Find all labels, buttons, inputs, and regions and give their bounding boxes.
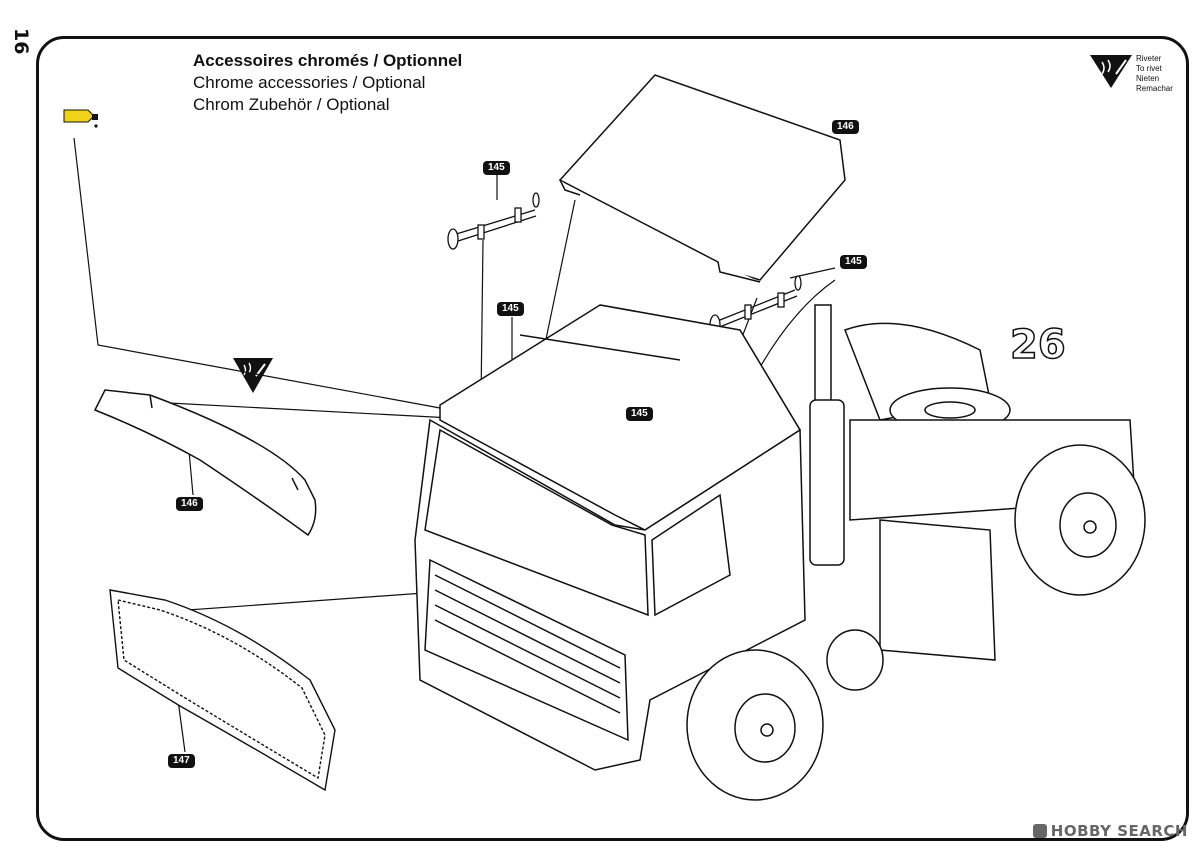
rivet-icon (1090, 55, 1132, 88)
rivet-legend-fr: Riveter (1136, 54, 1162, 63)
rivet-legend-de: Nieten (1136, 74, 1160, 83)
part-tag-145: 145 (626, 407, 653, 421)
part-tag-145: 145 (497, 302, 524, 316)
step-number: 26 (1009, 321, 1066, 369)
title-french: Accessoires chromés / Optionnel (193, 51, 463, 70)
part-tag-145: 145 (483, 161, 510, 175)
watermark: HOBBY SEARCH (1032, 822, 1188, 840)
watermark-text: HOBBY SEARCH (1050, 822, 1188, 840)
glue-tube-icon (63, 109, 98, 128)
part-tag-146: 146 (176, 497, 203, 511)
rear-wheel (1014, 444, 1146, 596)
front-wheel (686, 649, 824, 801)
rivet-legend-en: To rivet (1136, 64, 1162, 73)
title-german: Chrom Zubehör / Optional (193, 95, 390, 114)
rivet-marker-icon (233, 358, 273, 393)
title-english: Chrome accessories / Optional (193, 73, 426, 92)
grille-part (109, 589, 336, 792)
roof-sun-visor-part (558, 74, 846, 283)
part-tag-147: 147 (168, 754, 195, 768)
page-frame (36, 36, 1189, 841)
exhaust-stack (809, 304, 845, 566)
step-title: Accessoires chromés / Optionnel Chrome a… (193, 50, 462, 116)
roof-horn-left (447, 192, 540, 250)
front-sun-visor-part (93, 389, 317, 537)
rivet-legend-es: Remachar (1136, 84, 1173, 93)
part-tag-146: 146 (832, 120, 859, 134)
rivet-legend: Riveter To rivet Nieten Remachar (1136, 54, 1173, 94)
hobby-search-logo-icon (1032, 824, 1047, 838)
truck-cab (414, 304, 806, 771)
part-tag-145: 145 (840, 255, 867, 269)
